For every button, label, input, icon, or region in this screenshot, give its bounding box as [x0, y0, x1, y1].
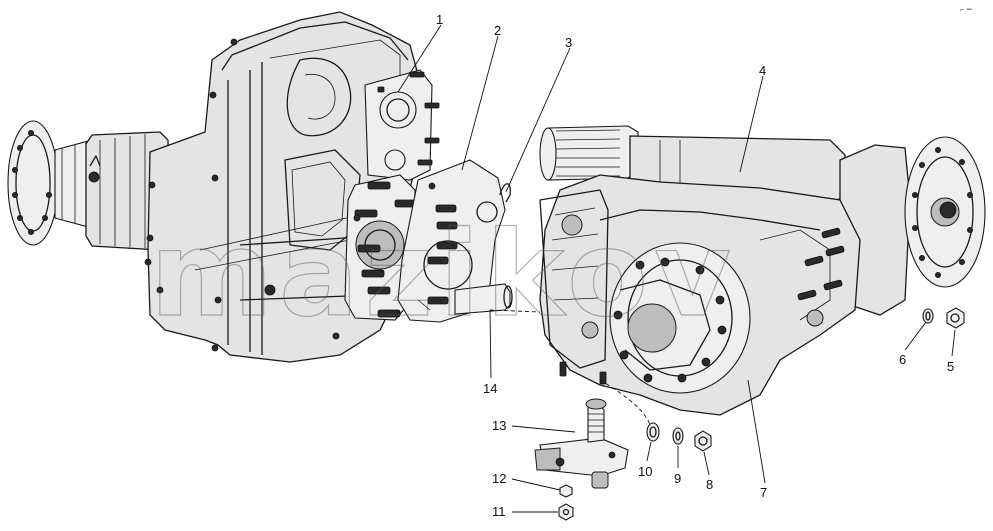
nut-12: [559, 484, 573, 498]
retaining-clip: [499, 183, 511, 203]
washer-9: [672, 427, 684, 445]
nut-8: [694, 430, 712, 452]
axle-housing-assembly: [539, 125, 986, 416]
callout-7: 7: [760, 485, 767, 500]
callout-11: 11: [492, 504, 506, 519]
leader-lines: [397, 24, 956, 513]
callout-2: 2: [494, 23, 501, 38]
washer-10: [646, 422, 660, 442]
corner-mark: ⌐ ━: [960, 5, 972, 14]
callout-8: 8: [706, 477, 713, 492]
dowel-pin: [454, 283, 513, 315]
watermark: mazikov: [150, 205, 737, 343]
callout-14: 14: [483, 381, 497, 396]
callout-5: 5: [947, 359, 954, 374]
transfer-case-assembly: [7, 11, 440, 363]
callout-4: 4: [759, 63, 766, 78]
assembly-path-dashed-pin: [489, 309, 541, 313]
nut-11: [558, 503, 574, 521]
callout-9: 9: [674, 471, 681, 486]
washer-6: [922, 308, 934, 324]
callout-12: 12: [492, 471, 506, 486]
nut-5: [946, 307, 965, 329]
callout-13: 13: [492, 418, 506, 433]
sensor-bracket-13: [534, 398, 629, 489]
callout-10: 10: [638, 464, 652, 479]
callout-6: 6: [899, 352, 906, 367]
assembly-path-dashed: [599, 379, 651, 426]
callout-3: 3: [565, 35, 572, 50]
callout-1: 1: [436, 12, 443, 27]
